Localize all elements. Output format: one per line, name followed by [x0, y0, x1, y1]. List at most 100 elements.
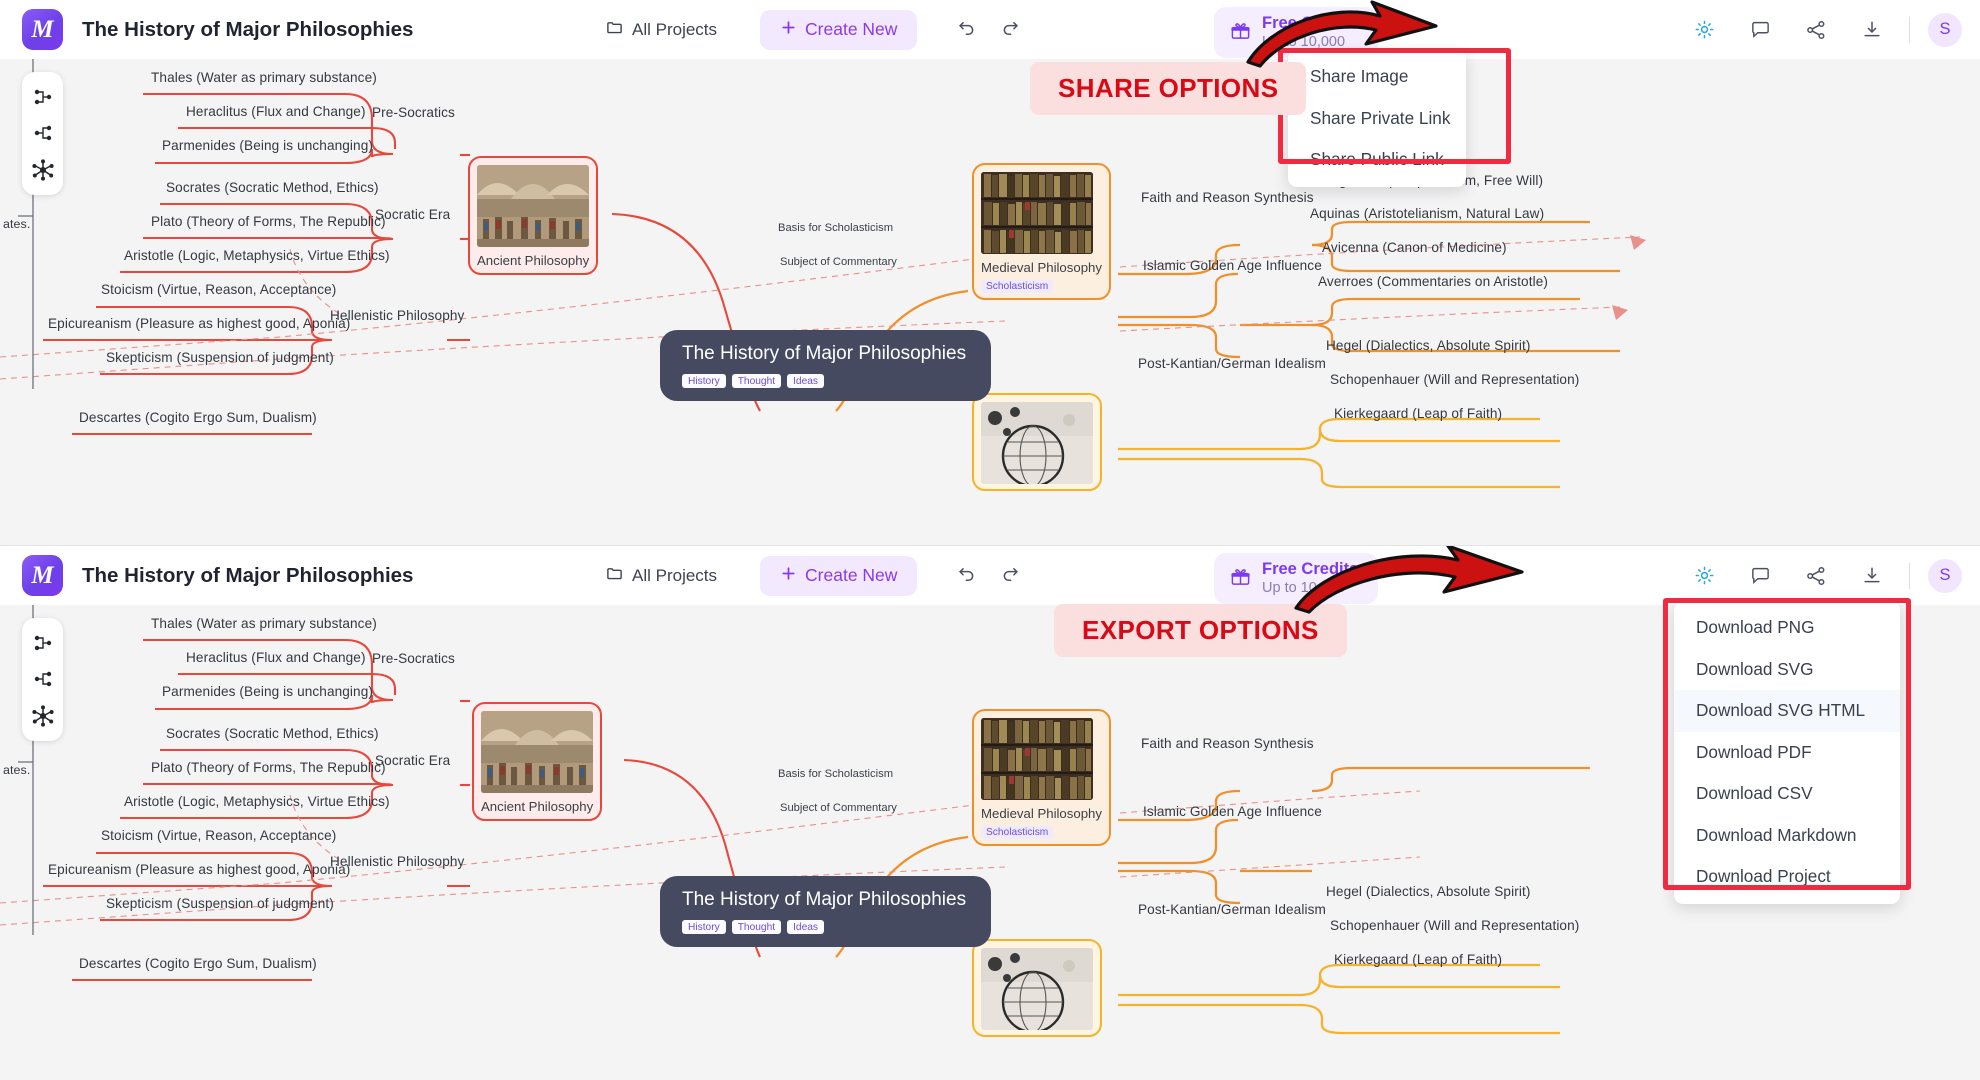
mindmap-branch[interactable]: Socratic Era — [375, 753, 451, 768]
mindmap-leaf[interactable]: Heraclitus (Flux and Change) — [186, 104, 366, 119]
mindmap-canvas-top[interactable]: ates. Thales (Water as primary substance… — [0, 59, 1980, 545]
document-title[interactable]: The History of Major Philosophies — [82, 563, 414, 587]
layout-toolbar-bottom[interactable] — [22, 618, 63, 741]
layout-radial-icon[interactable] — [28, 701, 58, 731]
mindmap-leaf[interactable]: Socrates (Socratic Method, Ethics) — [166, 180, 379, 195]
mindmap-branch[interactable]: Hellenistic Philosophy — [330, 308, 465, 323]
mindmap-leaf[interactable]: Aristotle (Logic, Metaphysics, Virtue Et… — [124, 248, 390, 263]
export-menu-item-download-svg-html[interactable]: Download SVG HTML — [1674, 690, 1900, 732]
mindmap-cross-link-label: Subject of Commentary — [780, 256, 897, 268]
mindmap-leaf[interactable]: Thales (Water as primary substance) — [151, 616, 377, 631]
mindmap-leaf[interactable]: Skepticism (Suspension of judgment) — [106, 896, 334, 911]
mindmap-leaf[interactable]: Skepticism (Suspension of judgment) — [106, 350, 334, 365]
mindmap-branch[interactable]: Islamic Golden Age Influence — [1143, 258, 1322, 273]
mindmap-card-medieval[interactable]: Medieval Philosophy Scholasticism — [972, 163, 1111, 300]
redo-icon[interactable] — [995, 559, 1029, 593]
mindmap-card-ancient[interactable]: Ancient Philosophy — [468, 156, 599, 275]
globe-clock-photo — [981, 402, 1093, 484]
avatar[interactable]: S — [1928, 558, 1962, 593]
share-menu-item-share-private-link[interactable]: Share Private Link — [1310, 107, 1451, 128]
document-title[interactable]: The History of Major Philosophies — [82, 17, 414, 41]
export-menu-item-download-csv[interactable]: Download CSV — [1696, 783, 1813, 803]
mindmap-leaf[interactable]: Parmenides (Being is unchanging) — [162, 138, 374, 153]
create-new-button[interactable]: Create New — [760, 555, 918, 596]
mindmap-leaf[interactable]: Socrates (Socratic Method, Ethics) — [166, 726, 379, 741]
comment-icon[interactable] — [1743, 559, 1777, 593]
share-icon[interactable] — [1799, 13, 1833, 47]
mindmap-card-medieval[interactable]: Medieval Philosophy Scholasticism — [972, 709, 1111, 846]
app-logo[interactable]: M — [22, 9, 63, 50]
mindmap-leaf[interactable]: Schopenhauer (Will and Representation) — [1330, 918, 1580, 933]
mindmap-branch[interactable]: Socratic Era — [375, 207, 451, 222]
mindmap-leaf[interactable]: Hegel (Dialectics, Absolute Spirit) — [1326, 884, 1531, 899]
mindmap-leaf[interactable]: Parmenides (Being is unchanging) — [162, 684, 374, 699]
mindmap-branch[interactable]: Islamic Golden Age Influence — [1143, 804, 1322, 819]
mindmap-leaf[interactable]: Kierkegaard (Leap of Faith) — [1334, 952, 1503, 967]
mindmap-center-node[interactable]: The History of Major Philosophies Histor… — [660, 876, 992, 947]
download-icon[interactable] — [1855, 13, 1889, 47]
mindmap-card-tag: Scholasticism — [981, 826, 1054, 839]
mindmap-leaf[interactable]: Schopenhauer (Will and Representation) — [1330, 372, 1580, 387]
layout-left-tree-icon[interactable] — [28, 664, 58, 694]
mindmap-leaf[interactable]: Epicureanism (Pleasure as highest good, … — [48, 316, 351, 331]
comment-icon[interactable] — [1743, 13, 1777, 47]
mindmap-leaf[interactable]: Thales (Water as primary substance) — [151, 70, 377, 85]
export-menu-item-download-pdf[interactable]: Download PDF — [1696, 741, 1812, 762]
share-menu-item-share-image[interactable]: Share Image — [1310, 66, 1409, 86]
all-projects-button[interactable]: All Projects — [596, 559, 727, 593]
undo-icon[interactable] — [947, 13, 981, 47]
mindmap-leaf[interactable]: Aquinas (Aristotelianism, Natural Law) — [1310, 206, 1545, 221]
mindmap-leaf[interactable]: Heraclitus (Flux and Change) — [186, 650, 366, 665]
mindmap-canvas-bottom[interactable]: ates. Thales (Water as primary substance… — [0, 605, 1980, 1080]
mindmap-card-modern[interactable] — [972, 393, 1102, 491]
export-dropdown-menu[interactable]: Download PNG Download SVG Download SVG H… — [1674, 601, 1900, 904]
create-new-button[interactable]: Create New — [760, 9, 918, 50]
redo-icon[interactable] — [995, 13, 1029, 47]
layout-radial-icon[interactable] — [28, 155, 58, 185]
app-logo[interactable]: M — [22, 555, 63, 596]
export-menu-item-download-svg[interactable]: Download SVG — [1696, 658, 1814, 679]
mindmap-leaf[interactable]: Stoicism (Virtue, Reason, Acceptance) — [101, 828, 337, 843]
layout-right-tree-icon[interactable] — [28, 82, 58, 112]
undo-icon[interactable] — [947, 559, 981, 593]
mindmap-leaf[interactable]: Averroes (Commentaries on Aristotle) — [1318, 274, 1548, 289]
mindmap-leaf[interactable]: Descartes (Cogito Ergo Sum, Dualism) — [79, 956, 317, 971]
mindmap-leaf[interactable]: Descartes (Cogito Ergo Sum, Dualism) — [79, 410, 317, 425]
share-icon[interactable] — [1799, 559, 1833, 593]
brightness-icon[interactable] — [1687, 559, 1721, 593]
mindmap-branch[interactable]: Hellenistic Philosophy — [330, 854, 465, 869]
mindmap-center-node[interactable]: The History of Major Philosophies Histor… — [660, 330, 992, 401]
layout-left-tree-icon[interactable] — [28, 118, 58, 148]
mindmap-branch[interactable]: Faith and Reason Synthesis — [1141, 190, 1314, 205]
mindmap-branch[interactable]: Faith and Reason Synthesis — [1141, 736, 1314, 751]
export-menu-item-download-markdown[interactable]: Download Markdown — [1696, 824, 1857, 845]
export-menu-item-download-png[interactable]: Download PNG — [1696, 617, 1815, 637]
mindmap-branch[interactable]: Pre-Socratics — [372, 651, 455, 666]
mindmap-leaf[interactable]: Plato (Theory of Forms, The Republic) — [151, 214, 386, 229]
avatar[interactable]: S — [1928, 12, 1962, 47]
mindmap-card-modern[interactable] — [972, 939, 1102, 1037]
layout-toolbar-top[interactable] — [22, 72, 63, 195]
mindmap-leaf[interactable]: Stoicism (Virtue, Reason, Acceptance) — [101, 282, 337, 297]
all-projects-button[interactable]: All Projects — [596, 13, 727, 47]
gift-icon — [1230, 566, 1251, 592]
share-options-annotation-label: SHARE OPTIONS — [1030, 62, 1307, 115]
mindmap-branch[interactable]: Post-Kantian/German Idealism — [1138, 902, 1326, 917]
export-menu-highlight-box — [1663, 598, 1911, 890]
mindmap-leaf[interactable]: Kierkegaard (Leap of Faith) — [1334, 406, 1503, 421]
mindmap-leaf[interactable]: Plato (Theory of Forms, The Republic) — [151, 760, 386, 775]
layout-right-tree-icon[interactable] — [28, 628, 58, 658]
export-menu-item-download-project[interactable]: Download Project — [1696, 866, 1831, 886]
mindmap-leaf[interactable]: Epicureanism (Pleasure as highest good, … — [48, 862, 351, 877]
mindmap-leaf[interactable]: Hegel (Dialectics, Absolute Spirit) — [1326, 338, 1531, 353]
mindmap-leaf[interactable]: Avicenna (Canon of Medicine) — [1322, 240, 1507, 255]
mindmap-branch[interactable]: Post-Kantian/German Idealism — [1138, 356, 1326, 371]
download-icon[interactable] — [1855, 559, 1889, 593]
brightness-icon[interactable] — [1687, 13, 1721, 47]
mindmap-leaf[interactable]: Aristotle (Logic, Metaphysics, Virtue Et… — [124, 794, 390, 809]
mindmap-card-ancient[interactable]: Ancient Philosophy — [472, 702, 603, 821]
mindmap-branch[interactable]: Pre-Socratics — [372, 105, 455, 120]
free-credits-badge[interactable]: Free Credits Up to 10,000 — [1214, 553, 1379, 605]
globe-clock-photo — [981, 948, 1093, 1030]
